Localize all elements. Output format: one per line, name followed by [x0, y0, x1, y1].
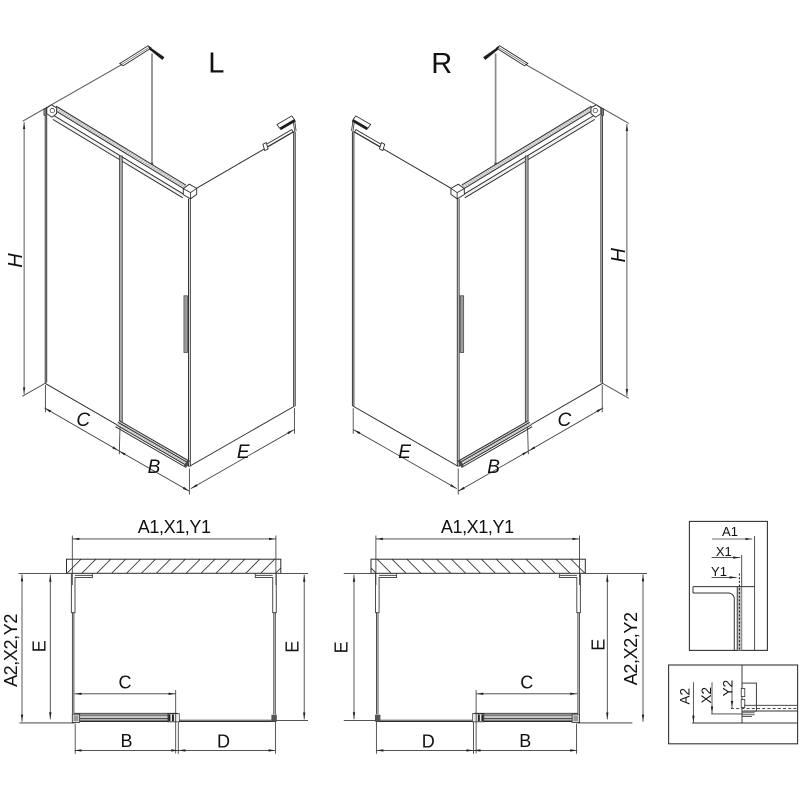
svg-text:C: C — [76, 410, 90, 431]
svg-text:B: B — [519, 731, 531, 751]
svg-text:A1,X1,Y1: A1,X1,Y1 — [138, 517, 211, 537]
svg-text:E: E — [398, 442, 411, 463]
svg-text:A2: A2 — [678, 688, 693, 705]
svg-text:E: E — [283, 641, 303, 653]
svg-text:H: H — [608, 248, 630, 263]
svg-text:D: D — [422, 731, 435, 751]
svg-text:C: C — [558, 410, 572, 431]
svg-text:E: E — [588, 639, 608, 651]
svg-text:E: E — [237, 442, 250, 463]
svg-text:D: D — [217, 731, 230, 751]
svg-text:Y2: Y2 — [720, 680, 735, 697]
svg-text:A1,X1,Y1: A1,X1,Y1 — [441, 517, 514, 537]
svg-text:A2,X2,Y2: A2,X2,Y2 — [1, 614, 21, 687]
svg-text:E: E — [29, 640, 49, 652]
svg-text:R: R — [431, 48, 452, 80]
svg-text:B: B — [120, 731, 132, 751]
svg-text:E: E — [332, 641, 352, 653]
svg-text:C: C — [119, 673, 132, 693]
svg-text:H: H — [5, 253, 27, 268]
svg-text:X2: X2 — [699, 687, 714, 704]
svg-text:X1: X1 — [716, 544, 732, 559]
svg-text:B: B — [487, 457, 500, 478]
svg-text:C: C — [520, 673, 533, 693]
svg-text:B: B — [148, 457, 161, 478]
svg-text:Y1: Y1 — [711, 564, 727, 579]
svg-text:A1: A1 — [722, 524, 738, 539]
svg-text:A2,X2,Y2: A2,X2,Y2 — [621, 612, 641, 685]
svg-text:L: L — [208, 47, 224, 79]
